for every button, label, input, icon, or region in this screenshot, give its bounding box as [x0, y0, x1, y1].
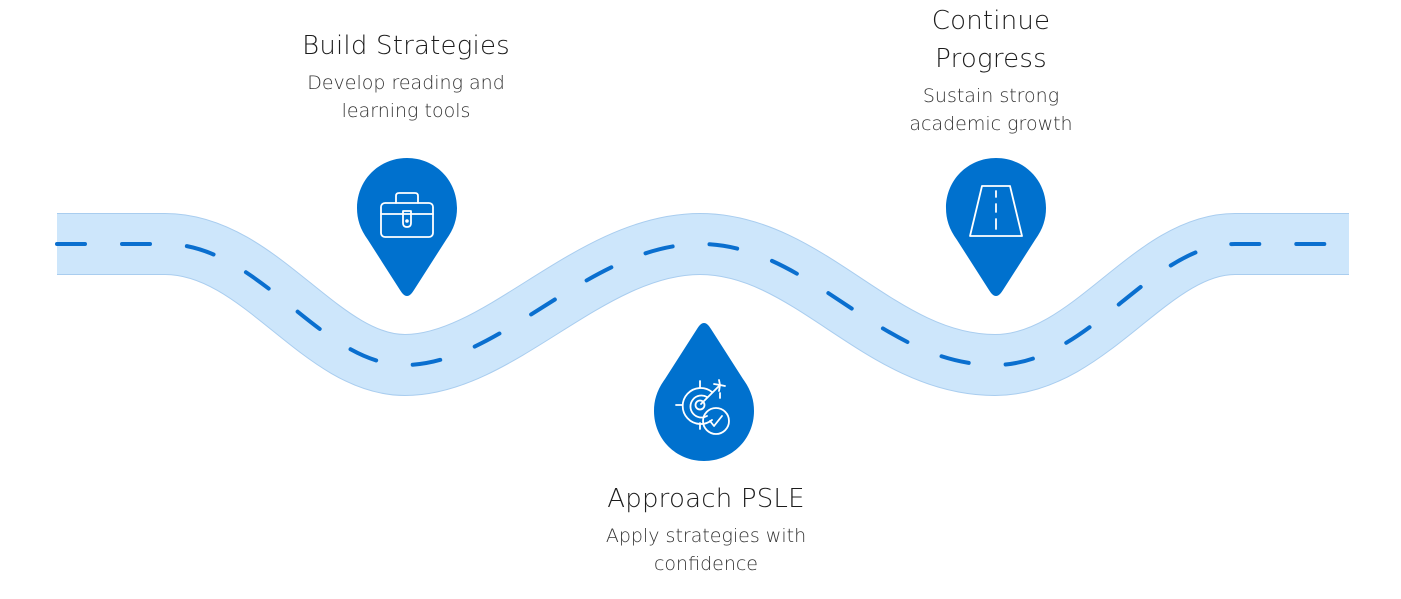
description-line: Develop reading and: [307, 72, 505, 94]
milestone-marker-build-strategies: [357, 158, 457, 296]
milestone-title: Approach PSLE: [607, 484, 805, 514]
milestone-title: Build Strategies: [302, 31, 510, 61]
description-line: academic growth: [909, 113, 1073, 135]
description-line: Sustain strong: [922, 85, 1060, 107]
title-line: Progress: [935, 44, 1047, 74]
milestone-continue-progress: Continue Progress Sustain strong academi…: [841, 2, 1141, 138]
drop-shape: [654, 323, 754, 461]
title-line: Continue: [931, 6, 1051, 36]
description-line: confidence: [653, 553, 758, 575]
milestone-marker-approach-psle: [654, 323, 754, 461]
milestone-approach-psle: Approach PSLE Apply strategies with conf…: [556, 480, 856, 578]
toolbox-icon: [380, 192, 434, 238]
milestone-marker-continue-progress: [946, 158, 1046, 296]
milestone-description: Develop reading and learning tools: [256, 69, 556, 125]
description-line: Apply strategies with: [605, 525, 807, 547]
lane-markings: [55, 241, 1351, 368]
milestone-build-strategies: Build Strategies Develop reading and lea…: [256, 27, 556, 125]
milestone-description: Sustain strong academic growth: [841, 82, 1141, 138]
road-icon: [969, 185, 1023, 237]
milestone-description: Apply strategies with confidence: [556, 522, 856, 578]
target-check-icon: [675, 379, 730, 435]
description-line: learning tools: [341, 100, 471, 122]
milestone-title: Continue Progress: [841, 2, 1141, 78]
